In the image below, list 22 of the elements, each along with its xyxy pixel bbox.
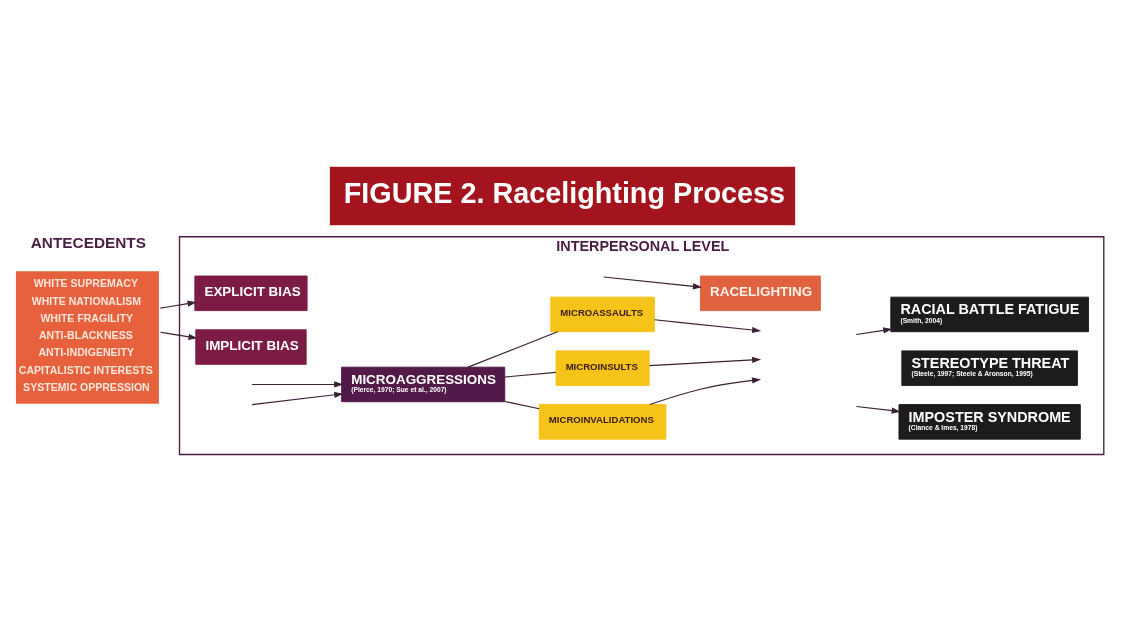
connector <box>467 331 559 368</box>
arrow <box>159 331 198 340</box>
node-box: MICROINVALIDATIONS <box>538 404 667 440</box>
node-box: MICROINSULTS <box>555 350 650 386</box>
arrow <box>855 405 901 414</box>
arrow <box>648 356 762 367</box>
arrow <box>654 319 762 334</box>
node-box: IMPLICIT BIAS <box>195 329 307 365</box>
arrow <box>159 300 197 309</box>
arrow <box>649 377 762 406</box>
arrow <box>855 327 893 336</box>
arrow <box>251 391 344 406</box>
connector <box>504 400 540 410</box>
node-label: ANTECEDENTS <box>30 234 146 252</box>
node-box: RACELIGHTING <box>699 275 821 312</box>
diagram-title: FIGURE 2. Racelighting Process <box>343 176 785 209</box>
connector <box>504 371 557 378</box>
node-box: MICROASSAULTS <box>550 296 655 333</box>
arrow <box>603 276 702 290</box>
arrow <box>251 381 344 388</box>
node-box: WHITE SUPREMACY WHITE NATIONALISM WHITE FRAGILITY ANTI-BLACKNESS ANTI-INDIGENEITY CAPITALISTIC INTERESTS SYSTEMIC OPPRESSION <box>15 271 159 404</box>
node-box: EXPLICIT BIAS <box>194 275 308 312</box>
